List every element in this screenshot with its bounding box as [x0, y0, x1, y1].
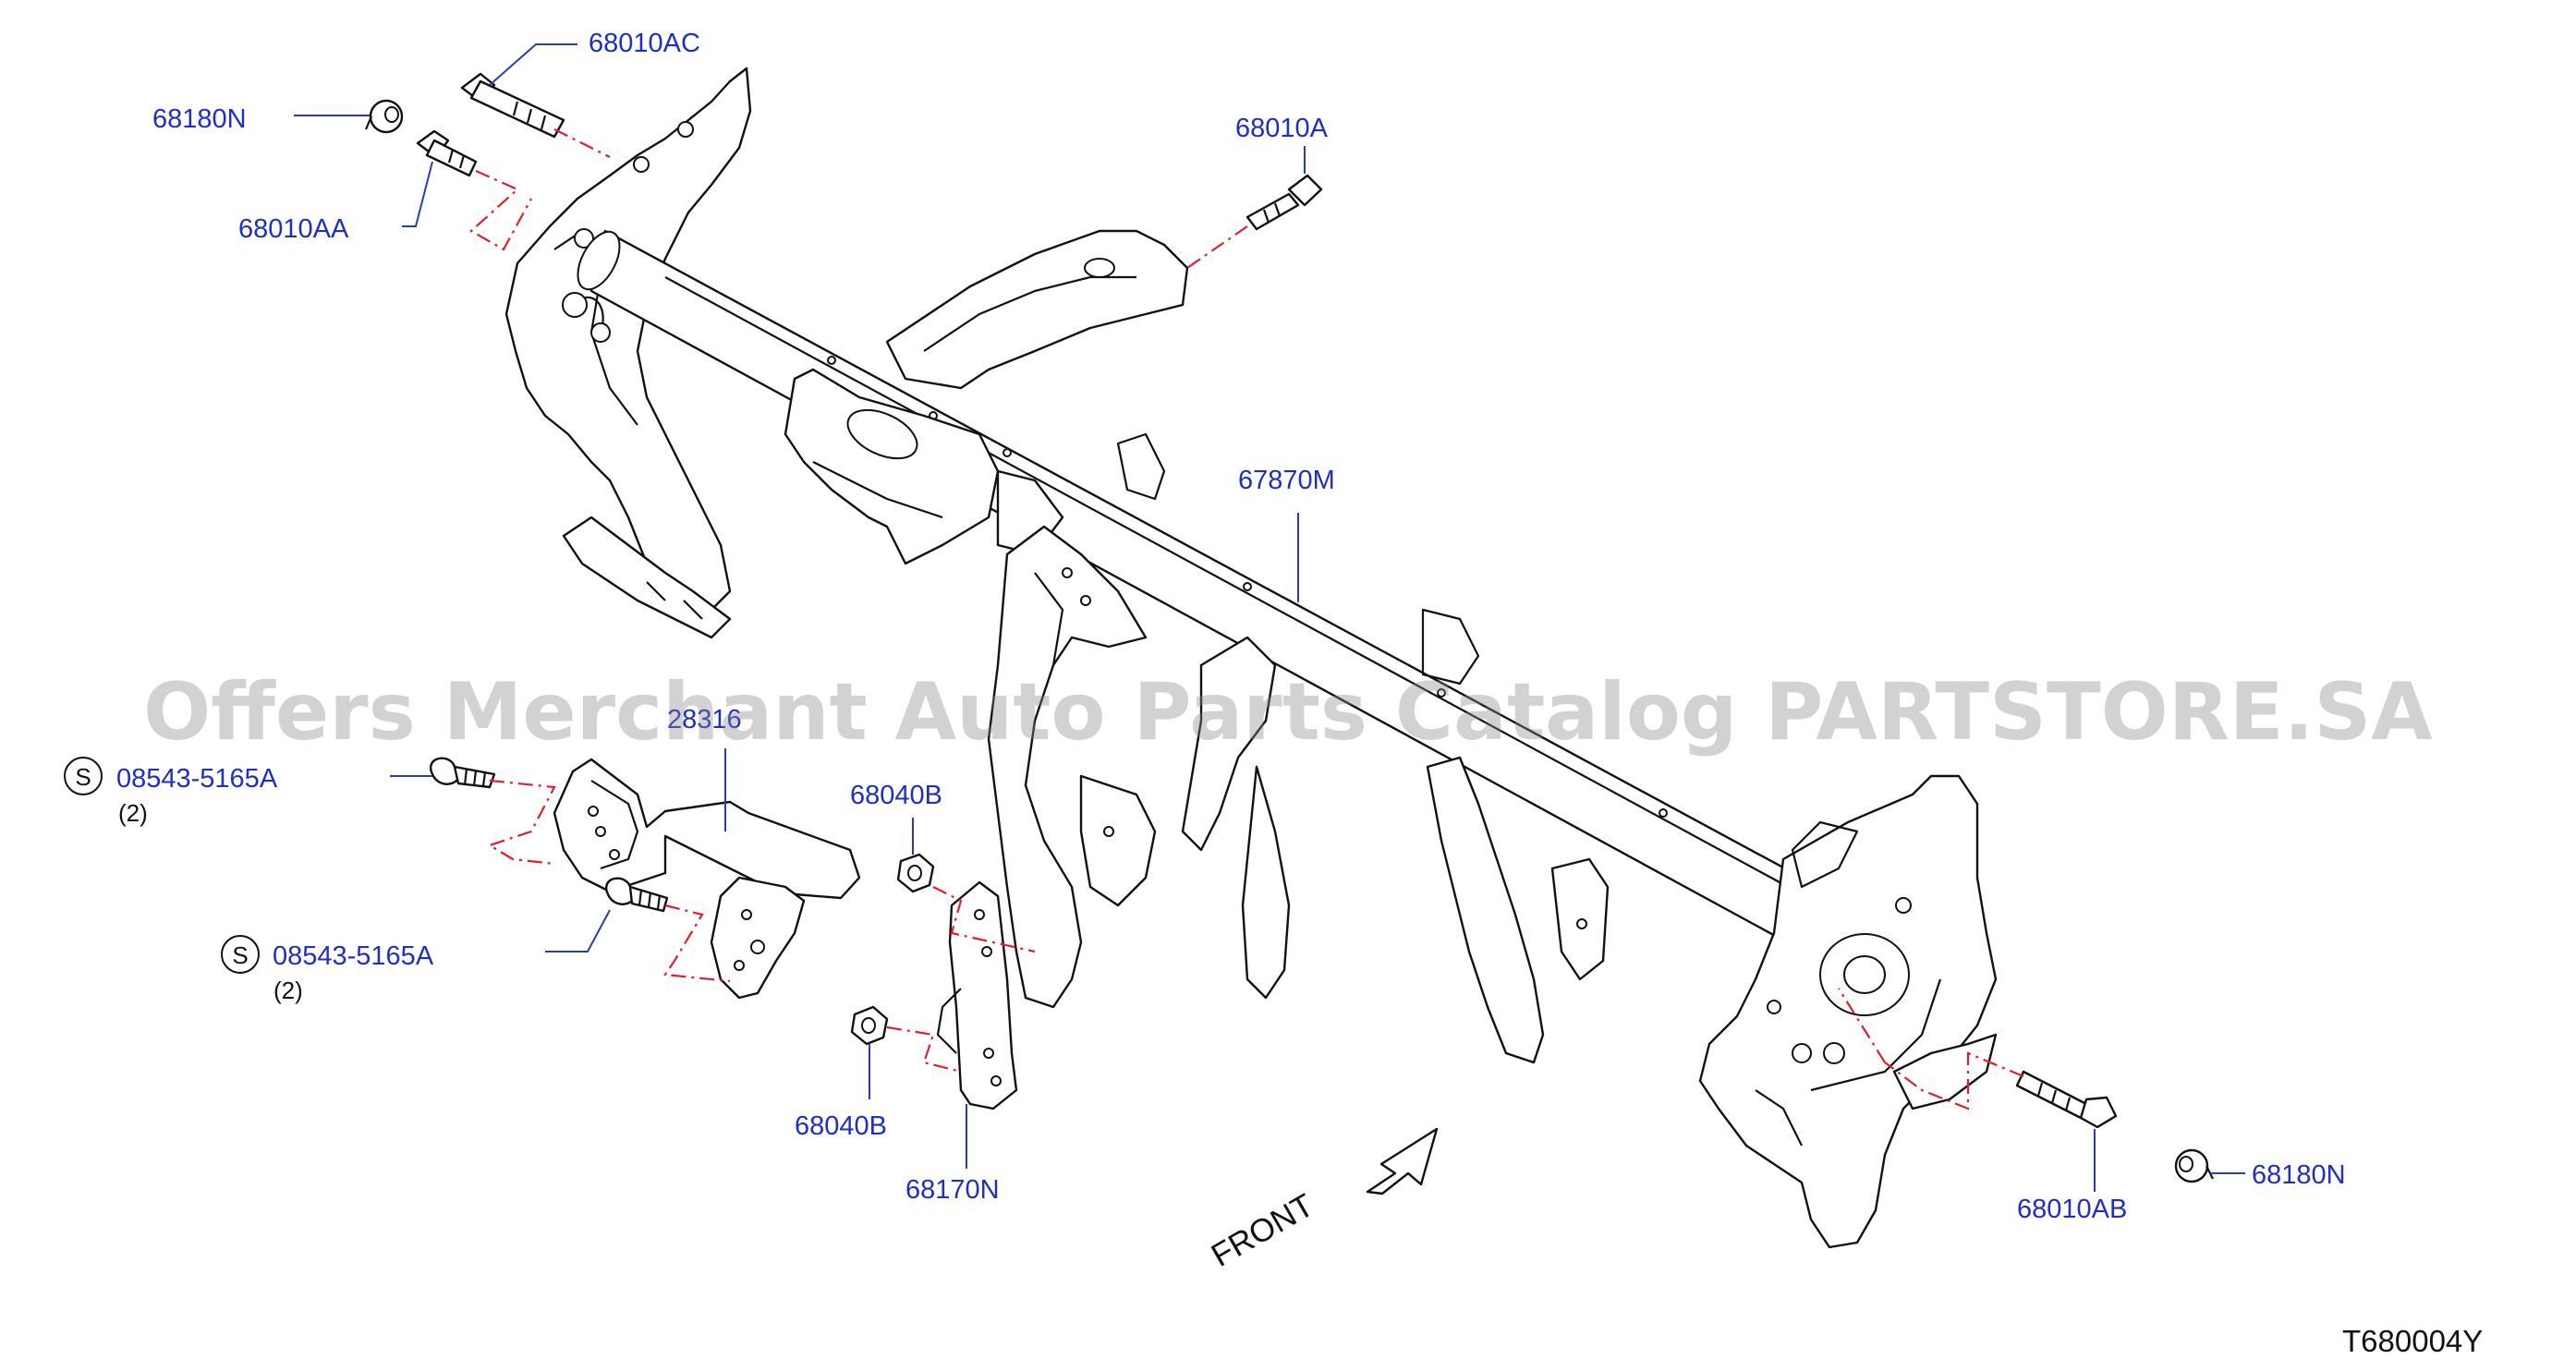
service-symbol-upper: S: [64, 757, 103, 795]
part-label-68040B-lower[interactable]: 68040B: [795, 1111, 887, 1141]
quantity-upper: (2): [118, 799, 148, 827]
left-side-bracket: [504, 67, 752, 639]
part-label-68180N-right[interactable]: 68180N: [2252, 1160, 2346, 1190]
quantity-lower: (2): [273, 977, 303, 1004]
part-label-68040B-upper[interactable]: 68040B: [850, 781, 942, 810]
hex-nut-icon: [850, 1005, 889, 1046]
hex-nut-icon: [896, 853, 935, 893]
front-indicator: FRONT: [1206, 1187, 1320, 1274]
part-label-68010AB[interactable]: 68010AB: [2017, 1195, 2127, 1224]
svg-text:S: S: [232, 941, 248, 969]
bracket-68170N: [936, 880, 1018, 1110]
self-tapping-screw-icon: [430, 757, 496, 789]
flange-bolt-icon: [1245, 174, 1323, 231]
part-label-68010A[interactable]: 68010A: [1235, 114, 1329, 143]
front-arrow-icon: [1366, 1127, 1439, 1195]
part-label-67870M[interactable]: 67870M: [1238, 466, 1335, 495]
self-tapping-screw-icon: [605, 877, 669, 913]
leader-lines: [294, 43, 2245, 1192]
svg-text:S: S: [75, 763, 91, 791]
lower-center-stay: [1426, 756, 1610, 1064]
bracket-28316: [553, 758, 861, 1000]
part-label-68010AA[interactable]: 68010AA: [238, 214, 349, 244]
center-stay-brackets: [987, 432, 1480, 1009]
flange-bolt-icon: [416, 129, 478, 177]
watermark: Offers Merchant Auto Parts Catalog PARTS…: [143, 666, 2433, 758]
flange-bolt-icon: [2015, 1070, 2118, 1129]
clip-nut-icon: [364, 99, 404, 134]
part-label-68170N[interactable]: 68170N: [905, 1175, 1000, 1205]
part-label-08543-5165A-lower[interactable]: 08543-5165A: [273, 941, 434, 971]
part-label-28316[interactable]: 28316: [667, 705, 742, 734]
part-label-68180N-left[interactable]: 68180N: [152, 104, 247, 134]
service-symbol-lower: S: [221, 935, 260, 974]
installation-guide-lines: [469, 128, 2024, 1110]
diagram-id: T680004Y: [2342, 1324, 2483, 1358]
clip-nut-icon: [2174, 1148, 2214, 1183]
steering-member-assembly: [504, 67, 1998, 1249]
flange-bolt-icon: [460, 72, 565, 139]
part-label-68010AC[interactable]: 68010AC: [589, 29, 700, 58]
part-label-08543-5165A-upper[interactable]: 08543-5165A: [116, 764, 278, 794]
